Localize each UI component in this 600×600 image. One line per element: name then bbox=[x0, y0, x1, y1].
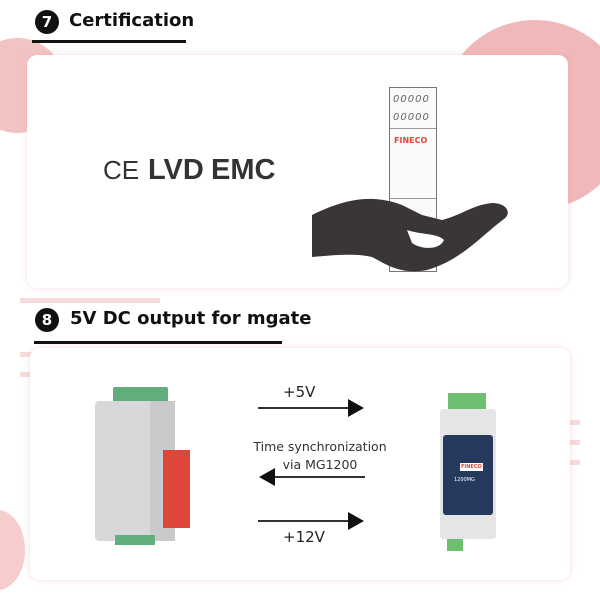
decorative-stripe bbox=[560, 420, 580, 425]
title-underline bbox=[34, 341, 282, 344]
section-number-badge: 7 bbox=[35, 10, 59, 34]
arrow-12v-label: +12V bbox=[283, 528, 325, 546]
arrow-sync-line bbox=[275, 476, 365, 478]
emc-label: EMC bbox=[211, 154, 276, 186]
lvd-label: LVD bbox=[148, 154, 204, 186]
section-title: Certification bbox=[69, 10, 195, 31]
arrow-12v-line bbox=[258, 520, 348, 522]
decorative-stripe bbox=[20, 298, 160, 303]
decorative-stripe bbox=[560, 460, 580, 465]
section-number-badge: 8 bbox=[35, 308, 59, 332]
decorative-stripe bbox=[560, 440, 580, 445]
mgate-device: FINECO 1200MG bbox=[440, 393, 500, 553]
power-supply-device bbox=[95, 387, 190, 545]
dc-output-card: +5V Time synchronization via MG1200 +12V… bbox=[30, 348, 570, 580]
arrow-left-icon bbox=[259, 468, 275, 486]
time-sync-label-2: via MG1200 bbox=[282, 457, 358, 472]
arrow-5v-line bbox=[258, 407, 348, 409]
decorative-circle-left-bottom bbox=[0, 510, 25, 590]
certification-card: CE LVD EMC 00000 00000 FINECO bbox=[27, 55, 568, 288]
title-underline bbox=[32, 40, 186, 43]
hand-icon bbox=[312, 198, 508, 272]
arrow-right-icon bbox=[348, 399, 364, 417]
section-title: 5V DC output for mgate bbox=[70, 308, 312, 329]
brand-logo: FINECO bbox=[394, 136, 428, 145]
time-sync-label-1: Time synchronization bbox=[253, 439, 387, 454]
device-model: 1200MG bbox=[454, 477, 475, 483]
ce-mark: CE bbox=[103, 155, 140, 185]
brand-logo: FINECO bbox=[460, 463, 483, 471]
arrow-5v-label: +5V bbox=[283, 383, 316, 401]
arrow-right-icon bbox=[348, 512, 364, 530]
decorative-stripe bbox=[20, 372, 30, 377]
